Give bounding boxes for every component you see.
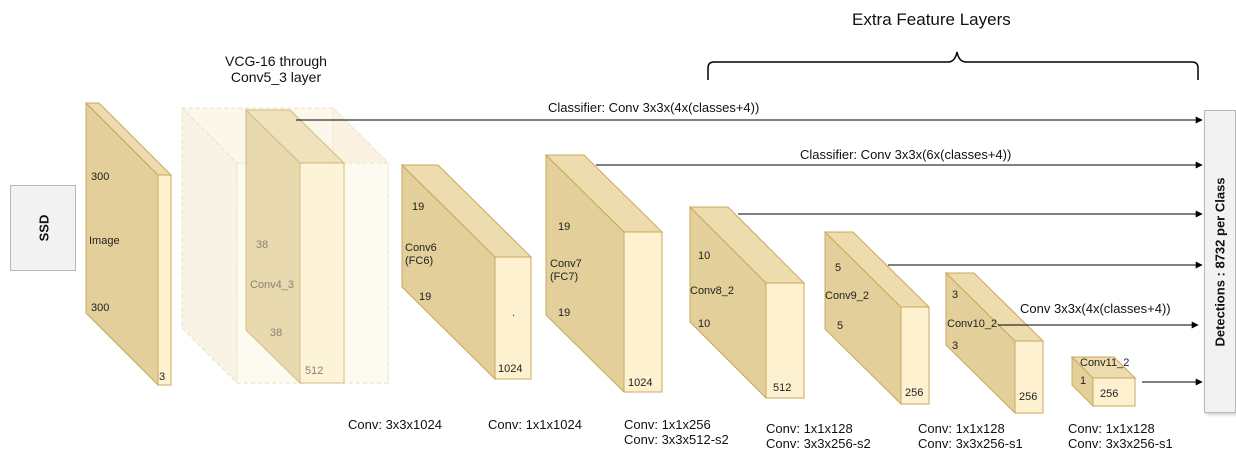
image-width: 300 [91, 302, 110, 314]
conv4-label: Conv4_3 [250, 279, 295, 291]
conv8-label: Conv8_2 [690, 285, 735, 297]
conv11-height: 1 [1080, 375, 1087, 387]
conv8-block-front [765, 282, 805, 399]
conv6-block [400, 163, 533, 381]
conv-op-3: Conv: 1x1x256 Conv: 3x3x512-s2 [624, 417, 729, 447]
conv10-depth: 256 [1019, 391, 1038, 403]
classifier-label-3: Conv 3x3x(4x(classes+4)) [1020, 301, 1171, 316]
conv11-block [1070, 355, 1137, 408]
conv11-block-front [1092, 377, 1136, 407]
conv8-height: 10 [698, 250, 711, 262]
conv4-block-front [299, 162, 345, 384]
conv8-width: 10 [698, 318, 711, 330]
extra-layers-brace [707, 51, 1199, 80]
image-block [84, 101, 173, 387]
vgg-label: VCG-16 through Conv5_3 layer [225, 53, 327, 86]
image-height: 300 [91, 171, 110, 183]
classifier-label-1: Classifier: Conv 3x3x(4x(classes+4)) [548, 100, 760, 115]
conv9-width: 5 [837, 320, 844, 332]
conv10-label: Conv10_2 [947, 318, 998, 330]
image-block-front [157, 174, 172, 386]
conv-op-5: Conv: 1x1x128 Conv: 3x3x256-s1 [918, 421, 1023, 451]
conv9-block-front [900, 306, 930, 405]
conv11-label: Conv11_2 [1080, 357, 1130, 369]
conv10-height: 3 [952, 289, 959, 301]
conv7-height: 19 [558, 221, 571, 233]
detections-label: Detections : 8732 per Class [1212, 177, 1228, 347]
conv8-block [688, 205, 806, 400]
conv10-block-front [1014, 340, 1044, 414]
conv9-label: Conv9_2 [825, 290, 870, 302]
conv10-width: 3 [952, 340, 959, 352]
conv10-block [944, 271, 1045, 415]
conv-op-4: Conv: 1x1x128 Conv: 3x3x256-s2 [766, 421, 871, 451]
conv6-block-front [494, 256, 532, 380]
classifier-label-2: Classifier: Conv 3x3x(6x(classes+4)) [800, 147, 1012, 162]
ssd-label: SSD [36, 214, 52, 242]
conv7-label: Conv7 (FC7) [550, 258, 582, 283]
conv4-depth: 512 [305, 365, 324, 377]
ssd-box [10, 185, 76, 271]
conv-op-6: Conv: 1x1x128 Conv: 3x3x256-s1 [1068, 421, 1173, 451]
conv-op-2: Conv: 1x1x1024 [488, 417, 582, 432]
conv6-depth: 1024 [498, 363, 523, 375]
conv4-height: 38 [256, 239, 269, 251]
conv9-block [823, 230, 931, 406]
conv6-height: 19 [412, 201, 425, 213]
extra-layers-title: Extra Feature Layers [852, 10, 1011, 29]
conv-op-1: Conv: 3x3x1024 [348, 417, 442, 432]
conv11-depth: 256 [1100, 388, 1119, 400]
conv6-width: 19 [419, 291, 432, 303]
conv8-depth: 512 [773, 382, 792, 394]
conv7-width: 19 [558, 307, 571, 319]
conv4-width: 38 [270, 327, 283, 339]
conv7-block-front [623, 231, 663, 393]
image-depth: 3 [159, 371, 166, 383]
classifier-arrows [296, 116, 1203, 386]
conv6-dot: . [512, 307, 516, 319]
conv9-height: 5 [835, 262, 842, 274]
conv4-block [244, 108, 346, 385]
conv7-depth: 1024 [628, 377, 653, 389]
image-label: Image [89, 235, 120, 247]
conv6-label: Conv6 (FC6) [405, 242, 437, 267]
conv9-depth: 256 [905, 387, 924, 399]
conv7-block [544, 153, 664, 394]
